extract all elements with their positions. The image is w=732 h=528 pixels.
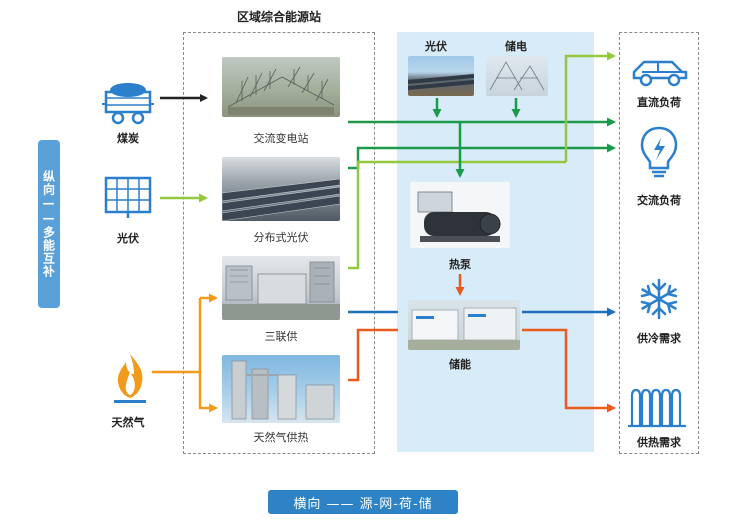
- solar-panel-icon: [104, 176, 152, 218]
- snowflake-icon: [640, 278, 678, 320]
- heat-pump-image: [410, 182, 510, 248]
- load-heating-label: 供热需求: [637, 436, 681, 449]
- panel-pv-label: 光伏: [425, 40, 447, 53]
- gas-heating-image: [222, 355, 340, 423]
- arrow-gas-to-heating: [198, 372, 218, 413]
- arrow-gasheat-to-storage: [348, 328, 398, 382]
- load-cooling-label: 供冷需求: [637, 332, 681, 345]
- panel-power-image: [486, 56, 548, 96]
- station-frame: [183, 32, 375, 454]
- radiator-icon: [628, 388, 686, 428]
- heat-pump-label: 热泵: [449, 258, 471, 271]
- substation-label: 交流变电站: [253, 132, 309, 145]
- arrow-pv-to-ac: [348, 143, 616, 170]
- arrow-bus-to-dc: [564, 51, 616, 162]
- source-gas-label: 天然气: [111, 416, 145, 429]
- source-pv-label: 光伏: [117, 232, 139, 245]
- arrow-storage-to-heating: [522, 328, 616, 413]
- distributed-pv-label: 分布式光伏: [253, 231, 309, 244]
- car-icon: [632, 60, 688, 87]
- arrow-cchp-to-bus: [348, 160, 566, 270]
- vertical-label: 纵向——多能互补: [38, 140, 60, 308]
- panel-storage-power-label: 储电: [505, 40, 527, 53]
- storage-image: [408, 300, 520, 350]
- storage-label: 储能: [449, 358, 471, 371]
- flame-icon: [114, 354, 146, 403]
- horizontal-label: 横向 —— 源-网-荷-储: [268, 490, 458, 514]
- distributed-pv-image: [222, 157, 340, 221]
- gas-heating-label: 天然气供热: [253, 431, 309, 444]
- load-frame: [619, 32, 699, 454]
- panel-pv-image: [408, 56, 474, 96]
- load-ac-label: 交流负荷: [637, 194, 681, 207]
- substation-image: [222, 57, 340, 117]
- source-coal-label: 煤炭: [117, 132, 139, 145]
- cchp-label: 三联供: [264, 330, 298, 343]
- coal-cart-icon: [102, 83, 154, 125]
- page-title: 区域综合能源站: [237, 10, 322, 24]
- load-dc-label: 直流负荷: [637, 96, 681, 109]
- arrow-gas-trunk: [152, 298, 202, 374]
- cchp-image: [222, 256, 340, 320]
- bulb-icon: [640, 126, 678, 178]
